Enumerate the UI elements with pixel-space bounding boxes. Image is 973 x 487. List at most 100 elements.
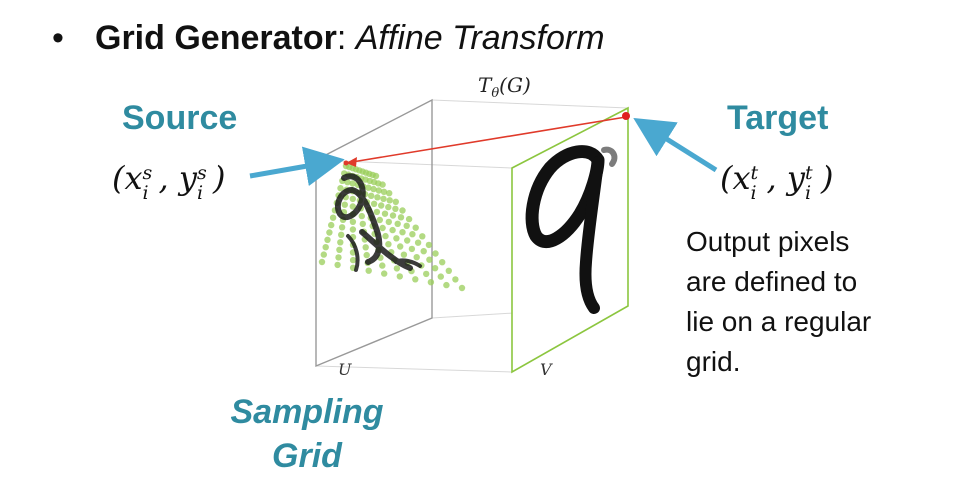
sampling-dot xyxy=(326,229,333,236)
sampling-dot xyxy=(376,216,383,224)
sampling-dot xyxy=(425,241,433,249)
target-point xyxy=(622,112,630,120)
sampling-dot xyxy=(349,195,356,203)
sampling-dot xyxy=(426,256,433,263)
sampling-dot xyxy=(349,218,357,225)
sampling-dot xyxy=(389,212,397,219)
target-arrow xyxy=(633,118,718,173)
sampling-dot xyxy=(338,224,346,231)
sampling-dot xyxy=(329,214,337,221)
sampling-dot xyxy=(370,200,378,207)
plane-label-v: V xyxy=(540,360,552,379)
sampling-dot xyxy=(445,267,452,274)
sampling-dot xyxy=(403,222,410,229)
transform-arg: (G) xyxy=(499,73,531,97)
sampling-dot xyxy=(365,267,372,274)
sampling-dot xyxy=(381,210,389,217)
title-italic: Affine Transform xyxy=(355,19,605,57)
sampling-dot xyxy=(378,202,385,209)
source-heading: Source xyxy=(122,99,238,137)
target-coord-close: ) xyxy=(820,159,834,197)
sampling-dot xyxy=(414,239,422,246)
sampling-dot xyxy=(386,197,393,204)
sampling-dot xyxy=(380,188,388,195)
title-bullet: • xyxy=(52,19,64,57)
sampling-dot xyxy=(392,198,399,205)
sampling-dot xyxy=(392,205,399,212)
sampling-dot xyxy=(399,207,406,214)
sampling-dot xyxy=(413,254,420,261)
output-description: Output pixels are defined to lie on a re… xyxy=(686,222,946,382)
target-y-sup: t xyxy=(804,162,813,184)
sampling-dot xyxy=(337,185,344,192)
target-x-sup: t xyxy=(750,162,759,184)
sampling-dot xyxy=(328,221,335,229)
source-point xyxy=(343,160,349,166)
sampling-dot xyxy=(394,220,401,227)
sampling-dot xyxy=(385,203,392,211)
sampling-dot xyxy=(393,265,401,272)
source-x-sub: i xyxy=(142,182,149,204)
sampling-dot xyxy=(400,251,408,258)
sampling-dot xyxy=(423,270,430,278)
sampling-dot xyxy=(385,241,392,248)
transform-label: Tθ(G) xyxy=(478,73,531,101)
sampling-dot xyxy=(338,231,345,238)
sampling-dot xyxy=(431,265,439,272)
sampling-dot xyxy=(397,214,405,221)
source-y-sub: i xyxy=(196,182,204,204)
mapping-line xyxy=(345,116,627,164)
plane-label-u: U xyxy=(338,360,352,379)
sampling-dot xyxy=(335,254,342,261)
sampling-dot xyxy=(324,236,331,243)
sampling-dot xyxy=(379,262,386,269)
source-plane-u xyxy=(315,98,433,368)
sampling-dot xyxy=(412,276,419,283)
target-heading: Target xyxy=(727,99,829,137)
sampling-dot xyxy=(349,226,357,233)
sampling-dot xyxy=(420,248,427,255)
sampling-caption-line2: Grid xyxy=(272,437,342,475)
sampling-dot xyxy=(437,273,444,280)
target-x-sub: i xyxy=(750,182,757,204)
sampling-dot xyxy=(370,185,377,193)
sampling-dot xyxy=(373,208,381,216)
sampling-dot xyxy=(380,195,387,202)
sampling-dot xyxy=(341,201,348,208)
sampling-dot xyxy=(379,181,386,188)
source-coord-open: (x xyxy=(112,159,143,197)
sampling-dot xyxy=(419,233,426,240)
source-coord-mid: , y xyxy=(158,159,197,197)
sampling-dot xyxy=(385,218,392,226)
sampling-dot xyxy=(349,256,357,264)
source-arrow xyxy=(249,146,345,187)
output-line-4: grid. xyxy=(686,346,741,377)
sampling-dot xyxy=(365,184,372,191)
sampling-dot xyxy=(372,172,380,180)
sampling-dot xyxy=(362,244,369,251)
transform-symbol: T xyxy=(478,73,492,97)
sampling-dot xyxy=(359,220,366,228)
mapping-arrowhead xyxy=(346,157,357,167)
sampling-dot xyxy=(452,276,459,283)
sampling-dot xyxy=(439,259,446,266)
target-coord-mid: , y xyxy=(766,159,805,197)
sampling-dot xyxy=(443,281,450,289)
sampling-dot xyxy=(389,226,396,234)
sampling-dot xyxy=(337,239,344,246)
sampling-dot xyxy=(382,232,389,240)
sampling-dot xyxy=(427,279,435,286)
sampling-dot xyxy=(374,194,381,201)
source-y-sup: s xyxy=(196,162,207,184)
sampling-dot xyxy=(320,251,327,258)
source-digit xyxy=(334,173,422,272)
sampling-dot xyxy=(409,231,416,238)
sampling-dot xyxy=(322,244,329,251)
sampling-dot xyxy=(344,179,351,186)
sampling-dot xyxy=(393,235,400,242)
